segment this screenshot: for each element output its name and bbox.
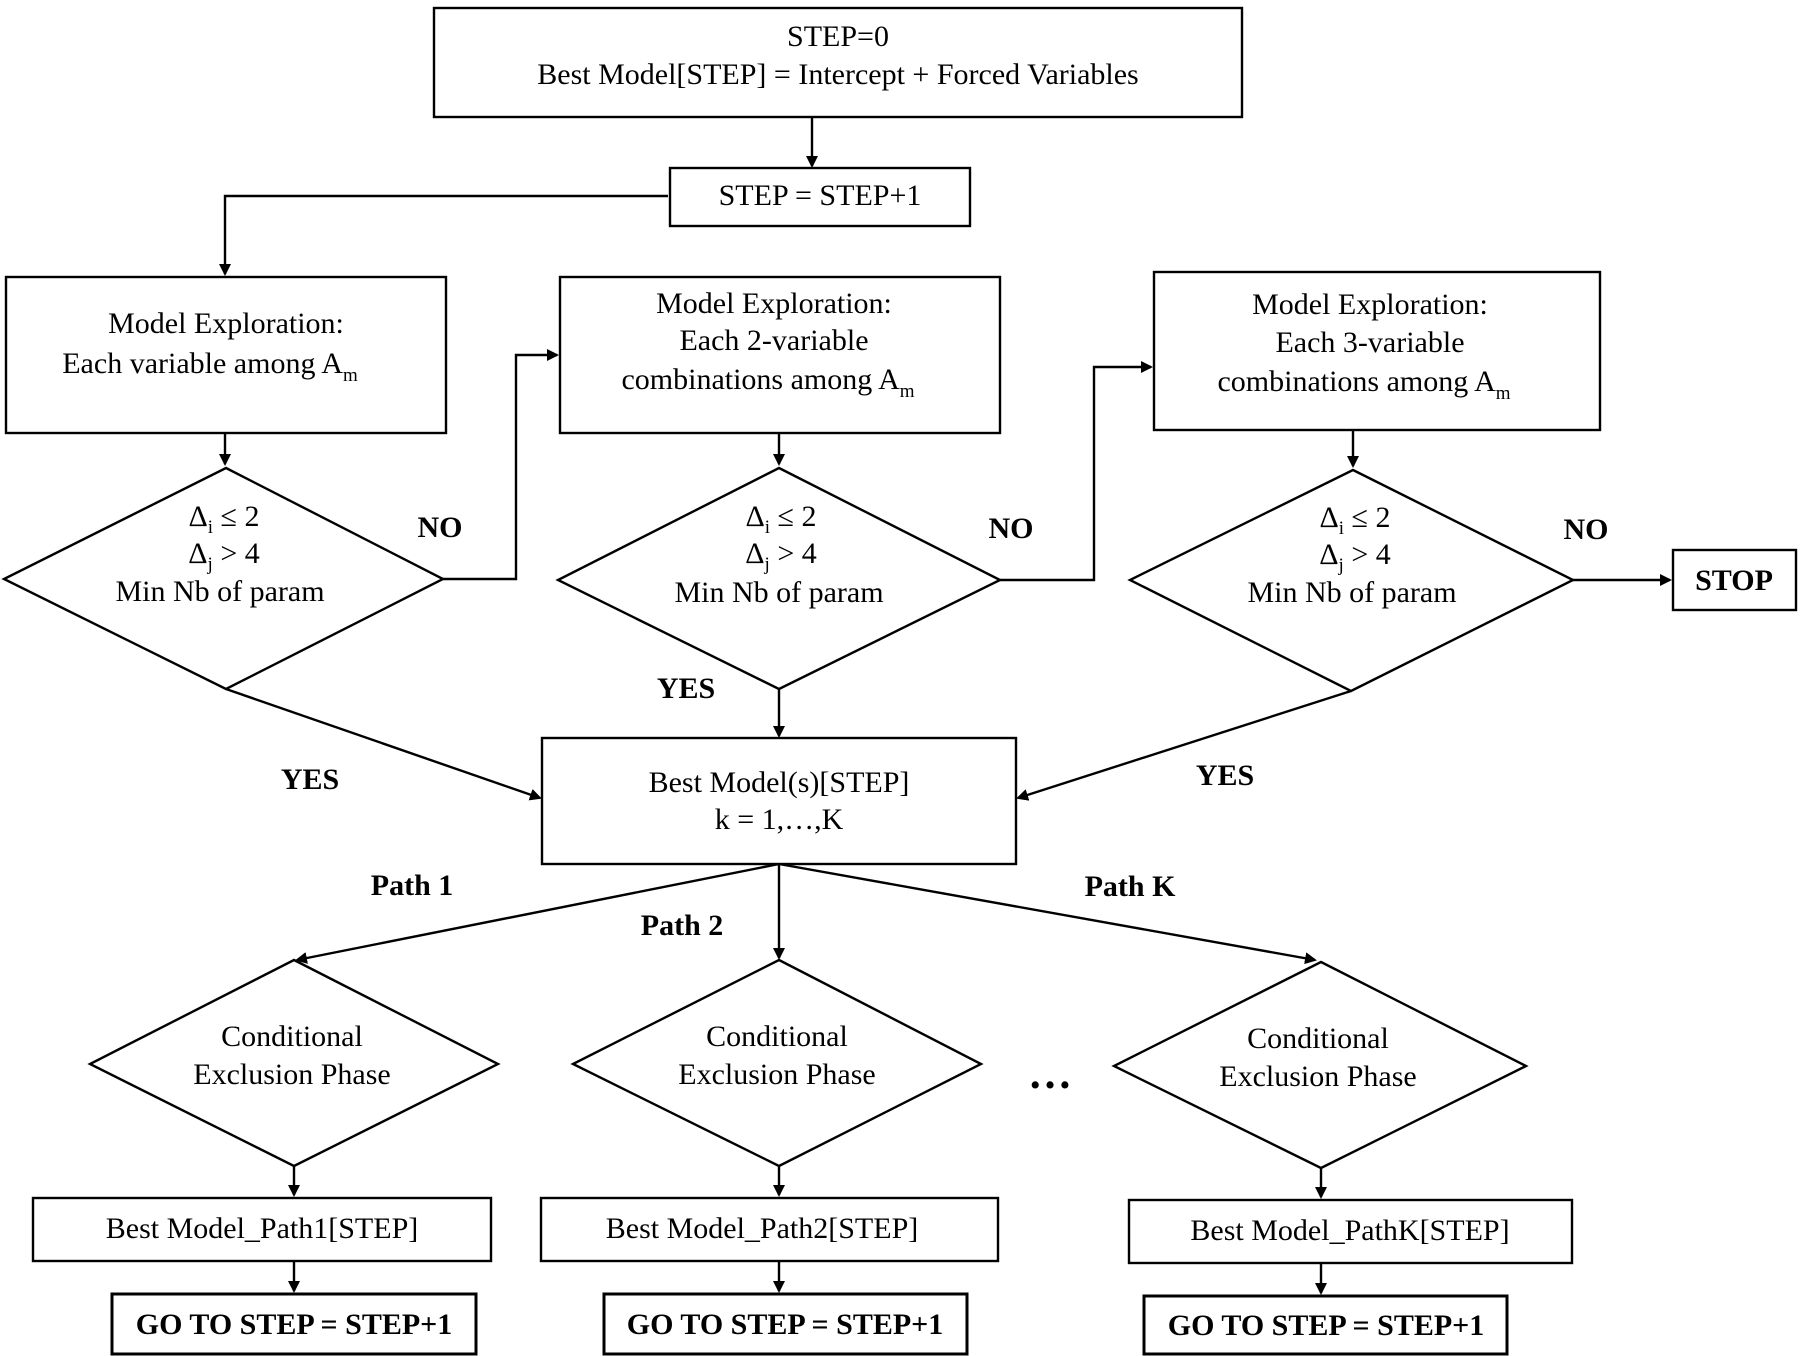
init-box: STEP=0 Best Model[STEP] = Intercept + Fo… (432, 6, 1244, 119)
explore3-line2: Each 3-variable (1275, 326, 1464, 359)
path-1-label: Path 1 (371, 869, 454, 902)
exploration-box-2: Model Exploration: Each 2-variable combi… (558, 275, 1002, 435)
explore2-line3: combinations among Am (621, 363, 914, 402)
best-models-box: Best Model(s)[STEP] k = 1,…,K (540, 736, 1018, 866)
exclusion2-line2: Exclusion Phase (678, 1058, 875, 1091)
exclusion-diamond-1: Conditional Exclusion Phase (87, 958, 501, 1168)
explore3-line1: Model Exploration: (1252, 288, 1488, 321)
exclusion2-line1: Conditional (706, 1020, 848, 1053)
no-label-2: NO (989, 512, 1034, 545)
path-2-label: Path 2 (641, 909, 724, 942)
exclusion1-line2: Exclusion Phase (193, 1058, 390, 1091)
exploration-box-1: Model Exploration: Each variable among A… (4, 275, 448, 435)
explore1-line1: Model Exploration: (108, 307, 344, 340)
path1-best-label: Best Model_Path1[STEP] (106, 1212, 419, 1245)
pathK-best-box: Best Model_PathK[STEP] (1127, 1198, 1574, 1265)
exclusionK-line1: Conditional (1247, 1022, 1389, 1055)
arrow-best-to-pathK (778, 862, 1317, 965)
ellipsis-label: … (1028, 1049, 1072, 1098)
exploration-box-3: Model Exploration: Each 3-variable combi… (1152, 270, 1602, 432)
decision1-cond1: Δi ≤ 2 (188, 500, 259, 538)
path1-best-box: Best Model_Path1[STEP] (31, 1196, 493, 1263)
decision3-cond1: Δi ≤ 2 (1319, 501, 1390, 539)
no-label-1: NO (418, 511, 463, 544)
decision1-line3: Min Nb of param (115, 575, 324, 608)
explore2-line2: Each 2-variable (679, 324, 868, 357)
stop-box: STOP (1671, 548, 1798, 612)
exclusion-diamond-k: Conditional Exclusion Phase (1111, 960, 1529, 1170)
step-increment-box: STEP = STEP+1 (668, 166, 972, 228)
yes-label-1: YES (281, 763, 339, 796)
goto-label-2: GO TO STEP = STEP+1 (627, 1308, 944, 1341)
decision2-cond1: Δi ≤ 2 (745, 500, 816, 538)
path-k-label: Path K (1085, 870, 1177, 903)
arrow-no1-to-explore2 (443, 349, 559, 581)
decision2-cond2: Δj > 4 (745, 537, 817, 575)
yes-label-3: YES (1196, 759, 1254, 792)
best-models-line2: k = 1,…,K (715, 803, 844, 836)
path2-best-label: Best Model_Path2[STEP] (606, 1212, 919, 1245)
decision2-line3: Min Nb of param (674, 576, 883, 609)
exclusion1-line1: Conditional (221, 1020, 363, 1053)
arrow-yes1-to-best (225, 687, 542, 801)
decision-diamond-2: Δi ≤ 2 Δj > 4 Min Nb of param (555, 466, 1003, 691)
decision3-line3: Min Nb of param (1247, 576, 1456, 609)
init-line1: STEP=0 (787, 20, 889, 53)
decision-diamond-1: Δi ≤ 2 Δj > 4 Min Nb of param (1, 466, 446, 691)
arrow-step-to-explore1 (219, 194, 668, 276)
decision3-cond2: Δj > 4 (1319, 538, 1391, 576)
exclusionK-line2: Exclusion Phase (1219, 1060, 1416, 1093)
path2-best-box: Best Model_Path2[STEP] (539, 1196, 1000, 1263)
step-increment-label: STEP = STEP+1 (719, 179, 922, 212)
arrow-yes3-to-best (1016, 689, 1352, 801)
goto-box-k: GO TO STEP = STEP+1 (1142, 1294, 1509, 1356)
no-label-3: NO (1564, 513, 1609, 546)
yes-label-2: YES (657, 672, 715, 705)
decision1-cond2: Δj > 4 (188, 537, 260, 575)
decision-diamond-3: Δi ≤ 2 Δj > 4 Min Nb of param (1127, 468, 1576, 693)
arrow-best-to-path1 (295, 862, 780, 964)
arrow-no2-to-explore3 (1000, 361, 1153, 582)
pathK-best-label: Best Model_PathK[STEP] (1190, 1214, 1509, 1247)
best-models-line1: Best Model(s)[STEP] (649, 766, 910, 799)
exclusion-diamond-2: Conditional Exclusion Phase (570, 958, 984, 1168)
init-line2: Best Model[STEP] = Intercept + Forced Va… (537, 58, 1138, 91)
connectors (219, 117, 1672, 1295)
goto-label-k: GO TO STEP = STEP+1 (1168, 1309, 1485, 1342)
goto-label-1: GO TO STEP = STEP+1 (136, 1308, 453, 1341)
goto-box-2: GO TO STEP = STEP+1 (602, 1292, 969, 1356)
goto-box-1: GO TO STEP = STEP+1 (110, 1292, 478, 1356)
explore2-line1: Model Exploration: (656, 287, 892, 320)
stop-label: STOP (1695, 564, 1773, 597)
explore3-line3: combinations among Am (1217, 365, 1510, 404)
explore1-line2: Each variable among Am (62, 347, 358, 386)
